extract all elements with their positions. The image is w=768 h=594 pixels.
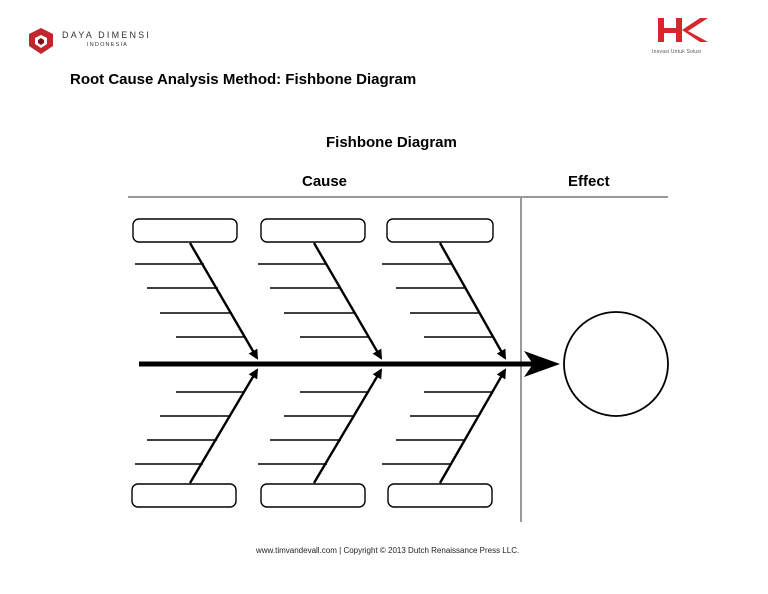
daya-dimensi-brand-name: DAYA DIMENSI [62,30,152,40]
hk-logo-icon [658,18,708,42]
category-box-bottom-3[interactable] [387,483,493,508]
bone-top-1 [188,242,259,360]
bone-top-3 [438,242,507,360]
diagram-title: Fishbone Diagram [326,134,457,151]
spine-arrowhead [524,351,560,377]
effect-head-circle[interactable] [563,311,669,417]
daya-dimensi-logo: DAYA DIMENSI INDONESIA [26,26,156,56]
copyright-footer: www.timvandevall.com | Copyright © 2013 … [256,546,520,555]
bone-top-2 [312,242,383,360]
hk-logo: Inovasi Untuk Solusi [652,16,722,62]
category-box-top-1[interactable] [132,218,238,243]
hk-tagline: Inovasi Untuk Solusi [652,49,702,55]
category-box-top-3[interactable] [386,218,494,243]
daya-dimensi-logo-icon [29,28,53,54]
effect-column-label: Effect [568,173,610,190]
daya-dimensi-country: INDONESIA [87,42,129,48]
page-title: Root Cause Analysis Method: Fishbone Dia… [70,71,417,88]
bone-bottom-1 [188,368,259,484]
category-box-bottom-2[interactable] [260,483,366,508]
cause-column-label: Cause [302,173,348,190]
category-box-top-2[interactable] [260,218,366,243]
bone-bottom-2 [312,368,383,484]
category-box-bottom-1[interactable] [131,483,237,508]
bone-bottom-3 [438,368,507,484]
